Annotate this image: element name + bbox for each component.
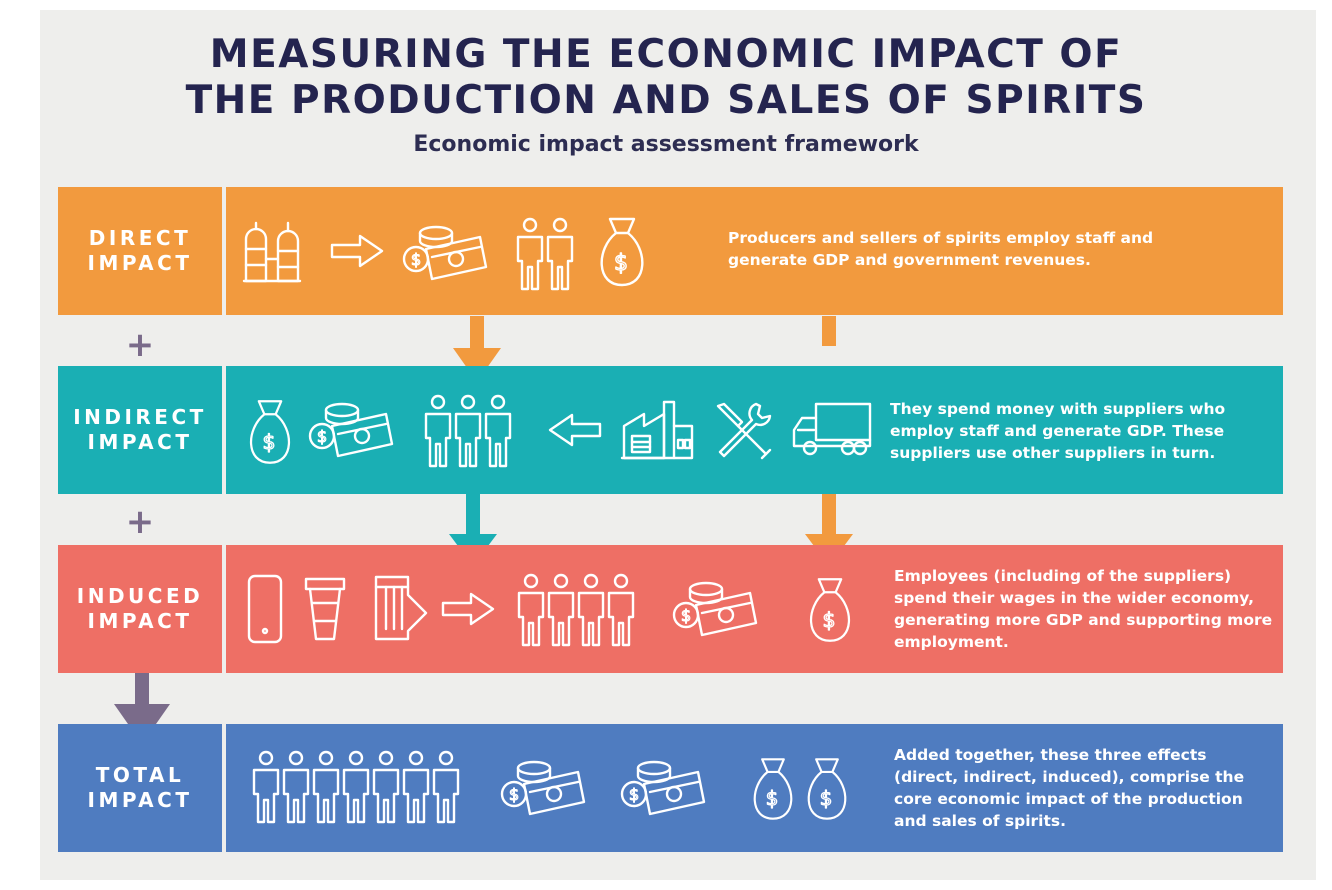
band-indirect-description: They spend money with suppliers who empl…	[890, 400, 1226, 462]
band-induced: INDUCED IMPACT $ $ Employees (including …	[58, 545, 1283, 673]
page-title: MEASURING THE ECONOMIC IMPACT OF THE PRO…	[0, 32, 1332, 124]
arrow-right-icon	[441, 592, 495, 626]
band-direct: DIRECT IMPACT $ $ Producers and sellers …	[58, 187, 1283, 315]
subtitle: Economic impact assessment framework	[413, 132, 919, 157]
connector-direct-to-induced-lower	[822, 494, 836, 536]
band-direct-description: Producers and sellers of spirits employ …	[728, 229, 1154, 269]
svg-text:$: $	[263, 430, 276, 454]
distillery-tanks-icon	[242, 221, 302, 283]
coffee-cup-icon	[304, 577, 346, 641]
truck-icon	[792, 402, 872, 456]
svg-text:$: $	[317, 427, 327, 446]
band-divider	[222, 545, 226, 673]
money-icon: $	[308, 402, 394, 458]
money-bag-icon: $	[809, 578, 851, 642]
svg-text:$: $	[509, 785, 519, 804]
money-icon: $	[500, 760, 586, 816]
svg-text:$: $	[823, 608, 836, 632]
money-icon: $	[620, 760, 706, 816]
band-divider	[222, 366, 226, 494]
band-induced-description: Employees (including of the suppliers) s…	[894, 567, 1273, 651]
money-bag-icon: $	[753, 758, 793, 820]
arrow-left-icon	[548, 413, 602, 447]
band-indirect: INDIRECT IMPACT $ $ They spend money wit…	[58, 366, 1283, 494]
svg-text:$: $	[411, 250, 421, 269]
connector-direct-to-indirect	[470, 316, 484, 350]
arrow-right-icon	[330, 234, 384, 268]
svg-text:$: $	[681, 606, 691, 625]
ticket-icon	[374, 575, 428, 641]
money-icon: $	[402, 225, 488, 281]
band-direct-label: DIRECT IMPACT	[87, 226, 193, 275]
band-total-label: TOTAL IMPACT	[87, 763, 193, 812]
band-divider	[222, 187, 226, 315]
plus-sign: +	[125, 325, 155, 365]
factory-icon	[620, 400, 694, 460]
connector-direct-to-indirect-head	[453, 348, 501, 382]
tools-icon	[716, 402, 772, 460]
money-bag-icon: $	[600, 217, 644, 287]
svg-text:$: $	[614, 251, 628, 276]
title-line-2: THE PRODUCTION AND SALES OF SPIRITS	[185, 78, 1147, 123]
money-bag-icon: $	[249, 400, 291, 464]
people-icon	[517, 573, 635, 647]
money-bag-icon: $	[807, 758, 847, 820]
band-total: TOTAL IMPACT $ $ $ $ Added together, the…	[58, 724, 1283, 852]
title-line-1: MEASURING THE ECONOMIC IMPACT OF	[209, 32, 1123, 77]
band-total-description: Added together, these three effects (dir…	[894, 746, 1245, 830]
plus-sign: +	[125, 502, 155, 542]
svg-text:$: $	[766, 787, 779, 810]
band-induced-label: INDUCED IMPACT	[76, 584, 204, 633]
svg-text:$: $	[629, 785, 639, 804]
phone-icon	[247, 574, 283, 644]
band-indirect-label: INDIRECT IMPACT	[73, 405, 207, 454]
people-icon	[424, 394, 512, 468]
band-divider	[222, 724, 226, 852]
connector-direct-to-induced	[822, 316, 836, 346]
people-icon	[252, 750, 460, 824]
connector-indirect-to-induced	[466, 494, 480, 536]
people-icon	[516, 217, 574, 291]
money-icon: $	[672, 581, 758, 637]
svg-text:$: $	[820, 787, 833, 810]
